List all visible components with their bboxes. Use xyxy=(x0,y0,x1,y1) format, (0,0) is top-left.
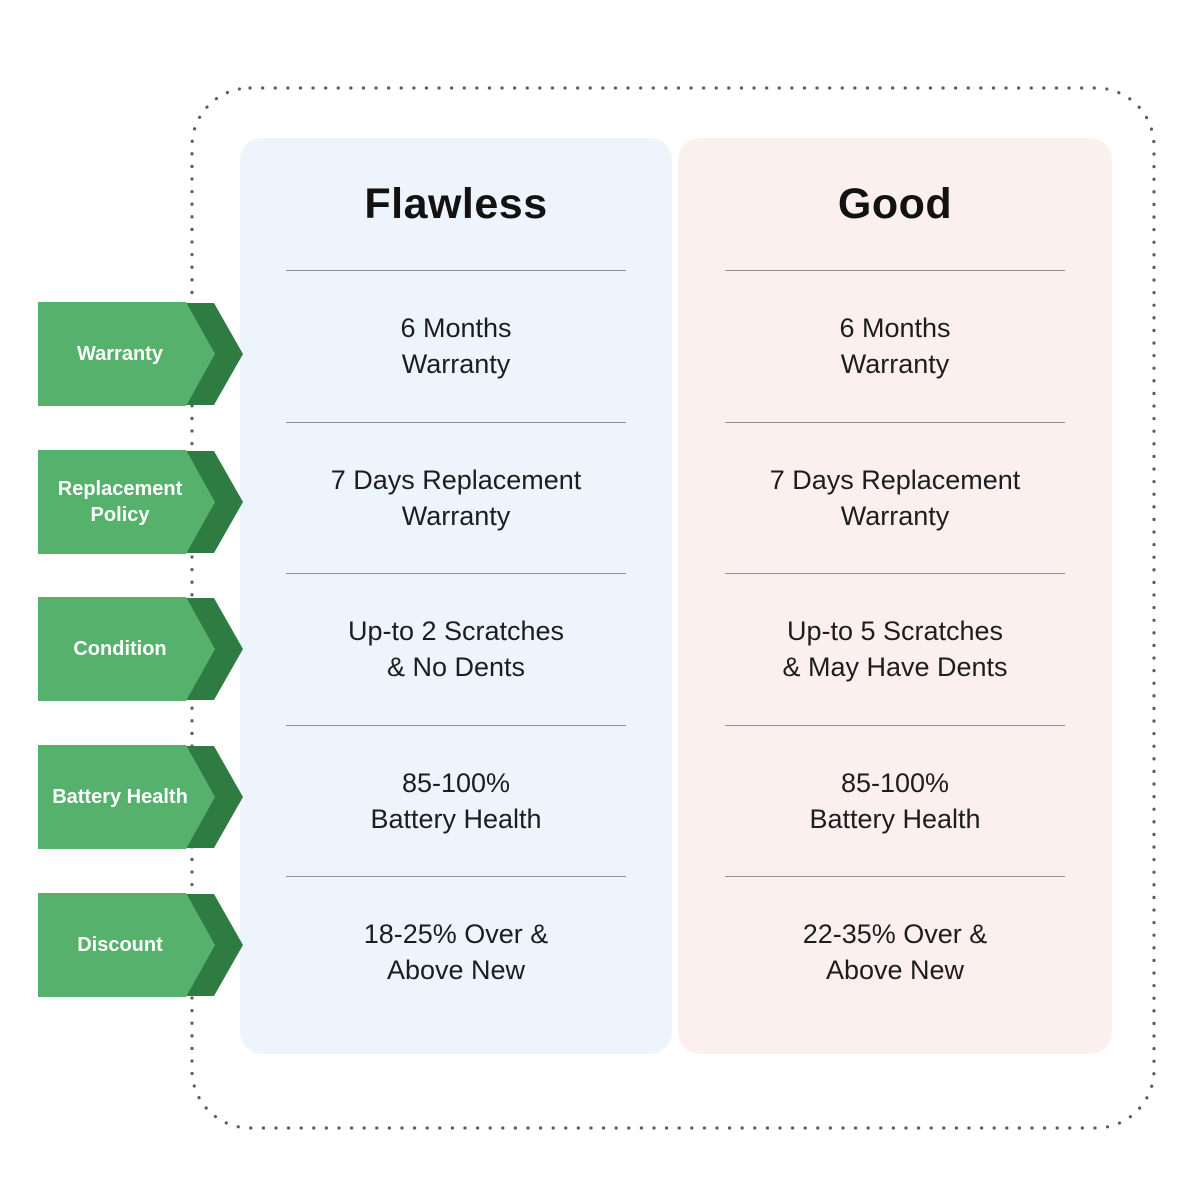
row-label-text: Warranty xyxy=(77,343,163,365)
row-label-text: Battery Health xyxy=(52,786,188,808)
arrow-right-icon xyxy=(38,302,243,406)
divider xyxy=(286,421,626,423)
column-flawless: Flawless 6 Months Warranty 7 Days Replac… xyxy=(240,138,672,1054)
cell-flawless-battery: 85-100% Battery Health xyxy=(240,726,672,877)
cell-good-condition: Up-to 5 Scratches & May Have Dents xyxy=(678,574,1112,725)
cell-line: 7 Days Replacement xyxy=(330,464,582,495)
row-label-text: Discount xyxy=(77,934,163,956)
cell-good-battery: 85-100% Battery Health xyxy=(678,726,1112,877)
divider xyxy=(286,573,626,574)
cell-line: Up-to 5 Scratches xyxy=(786,616,1004,647)
divider xyxy=(286,270,626,271)
cell-line: 6 Months xyxy=(400,313,512,344)
cell-line: 85-100% xyxy=(840,767,950,798)
row-label-condition: Condition xyxy=(38,597,243,701)
divider xyxy=(725,421,1065,423)
column-good: Good 6 Months Warranty 7 Days Replacemen… xyxy=(678,138,1112,1054)
cell-line: Warranty xyxy=(401,500,511,531)
cell-good-warranty: 6 Months Warranty xyxy=(678,271,1112,422)
row-label-replacement-policy: Replacement Policy xyxy=(38,450,243,554)
cell-line: Warranty xyxy=(840,349,950,380)
cell-line: Warranty xyxy=(840,500,950,531)
divider xyxy=(725,270,1065,271)
cell-line: Up-to 2 Scratches xyxy=(347,616,565,647)
arrow-right-icon xyxy=(38,450,243,554)
cell-line: 85-100% xyxy=(401,767,511,798)
row-label-warranty: Warranty xyxy=(38,302,243,406)
cell-line: 7 Days Replacement xyxy=(769,464,1021,495)
divider xyxy=(725,573,1065,574)
cell-flawless-replacement: 7 Days Replacement Warranty xyxy=(240,423,672,574)
cell-line: Above New xyxy=(825,955,965,986)
row-label-discount: Discount xyxy=(38,893,243,997)
column-title-good: Good xyxy=(837,179,953,228)
divider xyxy=(286,724,626,726)
row-label-text: Replacement Policy xyxy=(57,478,183,526)
cell-line: Above New xyxy=(386,955,526,986)
divider xyxy=(725,876,1065,877)
cell-line: 6 Months xyxy=(839,313,951,344)
column-title-flawless: Flawless xyxy=(364,179,548,228)
cell-line: Battery Health xyxy=(370,803,542,834)
cell-line: 18-25% Over & xyxy=(363,919,549,950)
cell-line: 22-35% Over & xyxy=(802,919,988,950)
row-label-battery-health: Battery Health xyxy=(38,745,243,849)
cell-line: & No Dents xyxy=(386,652,526,683)
divider xyxy=(725,724,1065,726)
cell-good-replacement: 7 Days Replacement Warranty xyxy=(678,423,1112,574)
cell-flawless-condition: Up-to 2 Scratches & No Dents xyxy=(240,574,672,725)
row-label-text: Condition xyxy=(73,638,167,660)
arrow-right-icon xyxy=(38,893,243,997)
cell-good-discount: 22-35% Over & Above New xyxy=(678,877,1112,1028)
arrow-right-icon xyxy=(38,597,243,701)
cell-line: & May Have Dents xyxy=(782,652,1008,683)
cell-line: Battery Health xyxy=(809,803,981,834)
cell-flawless-discount: 18-25% Over & Above New xyxy=(240,877,672,1028)
arrow-right-icon xyxy=(38,745,243,849)
divider xyxy=(286,876,626,877)
cell-flawless-warranty: 6 Months Warranty xyxy=(240,271,672,422)
cell-line: Warranty xyxy=(401,349,511,380)
